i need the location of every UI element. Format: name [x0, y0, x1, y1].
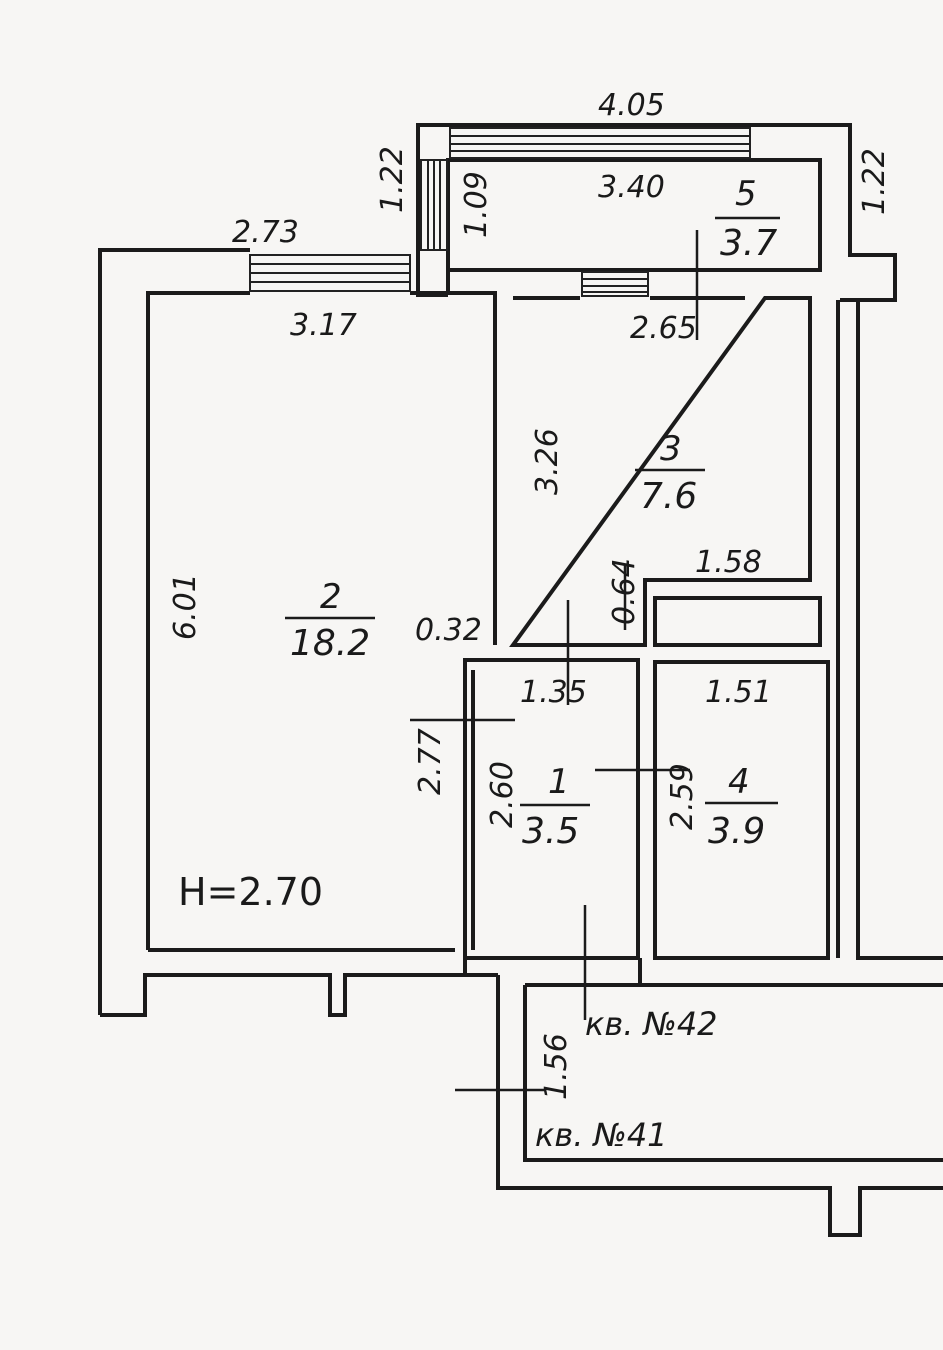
apartment-42-label: кв. №42	[585, 1005, 718, 1043]
section-marks	[285, 216, 780, 1092]
dim-kitchen-length: 3.26	[530, 428, 565, 495]
dim-bath-width: 1.51	[705, 675, 772, 710]
outer-wall-right	[836, 300, 943, 960]
room-4-area: 3.9	[708, 811, 765, 852]
dim-kitchen-width: 2.65	[630, 311, 697, 346]
dimension-labels: 4.05 3.40 2.73 3.17 2.65 1.58 0.32 1.35 …	[168, 88, 892, 1100]
dim-living-inner-width: 3.17	[290, 308, 357, 343]
ceiling-height-label: H=2.70	[178, 870, 323, 914]
walls	[98, 123, 943, 1237]
room-3-area: 7.6	[640, 476, 697, 517]
dim-corridor-wall: 2.77	[413, 728, 448, 795]
dim-balcony-left-depth: 1.22	[375, 146, 410, 213]
dim-bath-length: 2.59	[665, 763, 700, 830]
dim-living-length: 6.01	[168, 573, 203, 640]
dim-hall-width: 1.35	[520, 675, 587, 710]
room-4-number: 4	[728, 762, 750, 802]
dim-balcony-inner-width: 3.40	[598, 170, 665, 205]
room-3-number: 3	[660, 429, 682, 469]
room-2-area: 18.2	[290, 623, 370, 664]
window-kitchen	[581, 271, 649, 297]
dim-stair-gap: 1.56	[539, 1033, 574, 1100]
window-balcony-top	[449, 127, 751, 159]
room-5-number: 5	[735, 174, 757, 214]
dim-balcony-inner-depth: 1.09	[459, 171, 494, 238]
dim-living-offset: 0.32	[415, 613, 482, 648]
window-balcony-side	[420, 159, 448, 251]
corridor-walls	[463, 958, 943, 1237]
room-5-area: 3.7	[720, 223, 777, 264]
room-2-number: 2	[320, 577, 342, 617]
dim-hall-length: 2.60	[485, 761, 520, 828]
balcony-base	[416, 250, 450, 297]
dim-kitchen-niche: 0.64	[607, 558, 642, 625]
windows	[249, 127, 751, 297]
bath-walls	[653, 660, 830, 960]
room-1-number: 1	[548, 762, 570, 802]
apartment-41-label: кв. №41	[535, 1116, 668, 1154]
dim-niche-width: 1.58	[695, 545, 762, 580]
outer-wall-left	[98, 248, 465, 1017]
dim-living-outer-width: 2.73	[232, 215, 299, 250]
dim-balcony-outer-width: 4.05	[598, 88, 665, 123]
room-labels: 2 18.2 3 7.6 5 3.7 1 3.5 4 3.9	[290, 174, 777, 852]
niche	[653, 596, 822, 647]
window-living	[249, 254, 411, 292]
balcony-outer	[416, 123, 897, 302]
dim-balcony-right-depth: 1.22	[857, 148, 892, 215]
room-1-area: 3.5	[522, 811, 579, 852]
